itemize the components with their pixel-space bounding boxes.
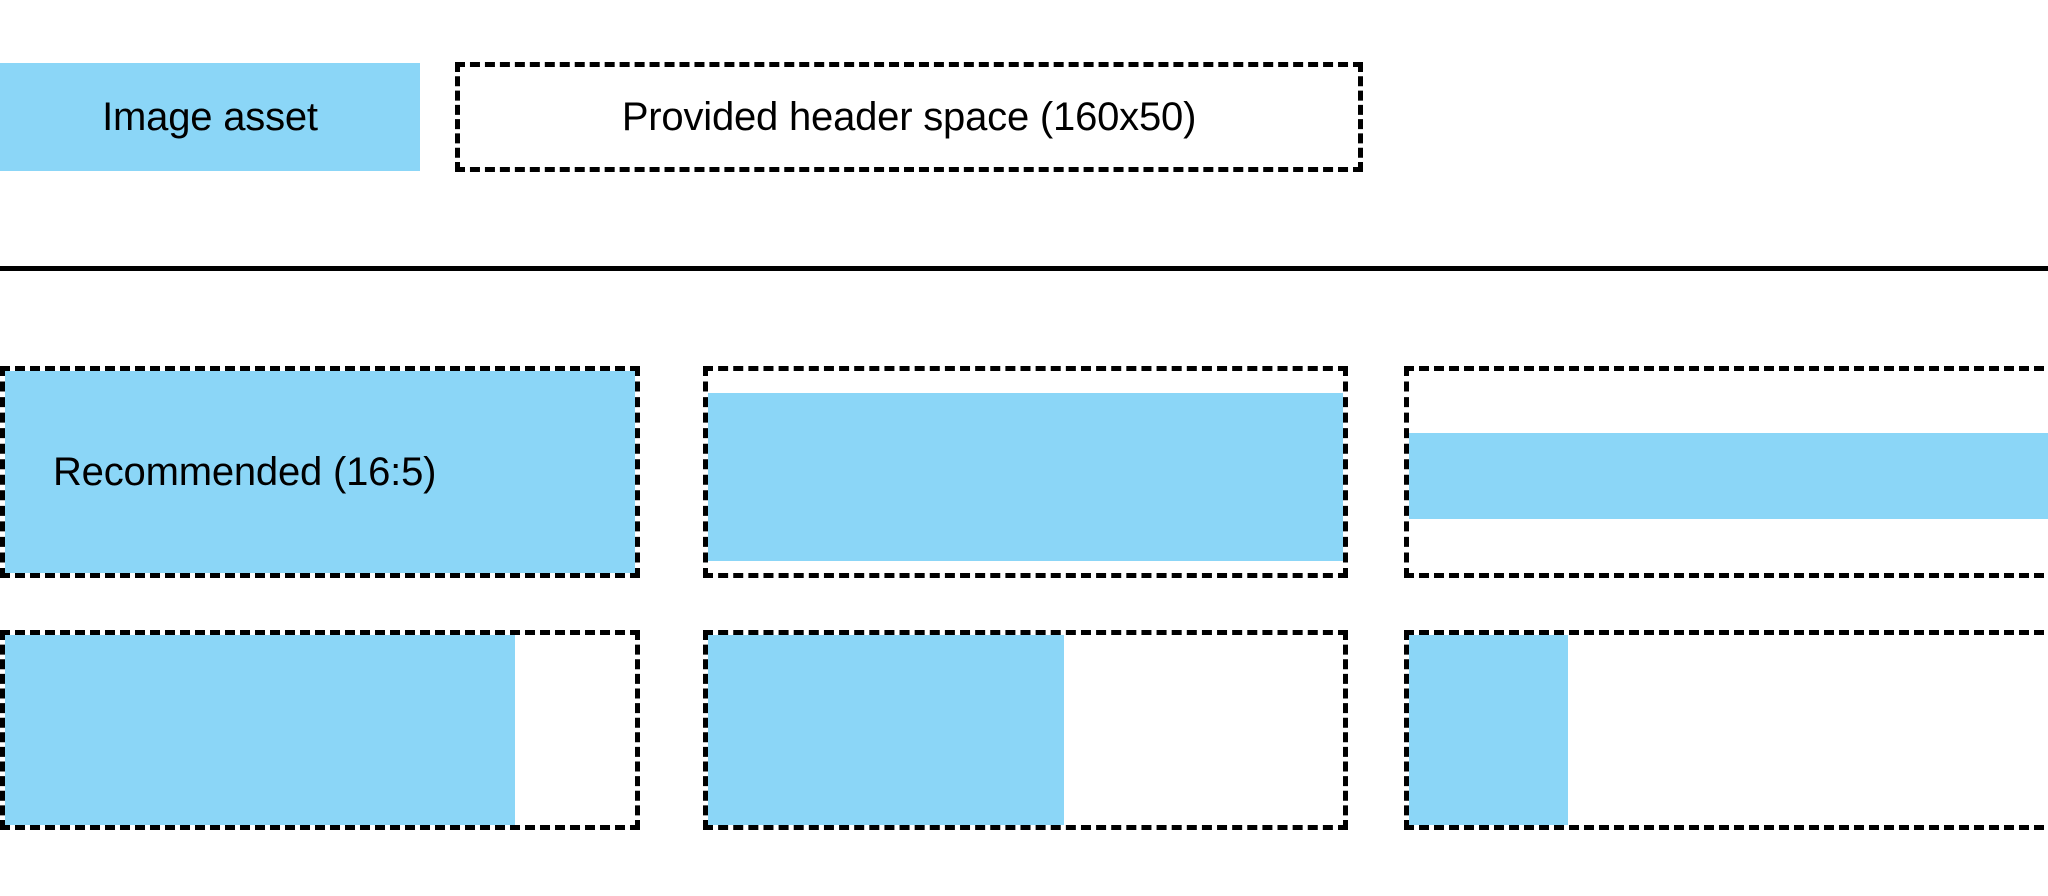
ratio-cell-pillarboxed-narrow [1404, 630, 2048, 830]
cell-inner [708, 635, 1343, 825]
image-fill-strip [1409, 635, 1568, 825]
cell-inner [1409, 371, 2048, 573]
ratio-cell-letterboxed-narrow [1404, 366, 2048, 578]
image-fill-strip [5, 371, 635, 573]
ratio-cell-recommended-16-5: Recommended (16:5) [0, 366, 640, 578]
ratio-cell-pillarboxed-wide [0, 630, 640, 830]
provided-header-space-box: Provided header space (160x50) [455, 62, 1363, 172]
section-divider [0, 266, 2048, 271]
image-asset-label: Image asset [102, 95, 318, 139]
cell-inner [708, 371, 1343, 573]
image-fill-strip [708, 635, 1064, 825]
label-wrap: Recommended (16:5) [5, 371, 635, 573]
header-row: Image asset Provided header space (160x5… [0, 62, 2048, 174]
provided-header-space-label: Provided header space (160x50) [621, 95, 1197, 139]
image-asset-swatch: Image asset [0, 63, 420, 171]
image-fill-strip [5, 635, 516, 825]
recommended-ratio-label: Recommended (16:5) [53, 450, 437, 494]
ratio-cell-letterboxed-medium [703, 366, 1348, 578]
ratio-cell-pillarboxed-medium [703, 630, 1348, 830]
cell-inner: Recommended (16:5) [5, 371, 635, 573]
cell-inner [5, 635, 635, 825]
cell-inner [1409, 635, 2048, 825]
image-fill-strip [708, 393, 1343, 561]
image-fill-strip [1409, 433, 2048, 519]
